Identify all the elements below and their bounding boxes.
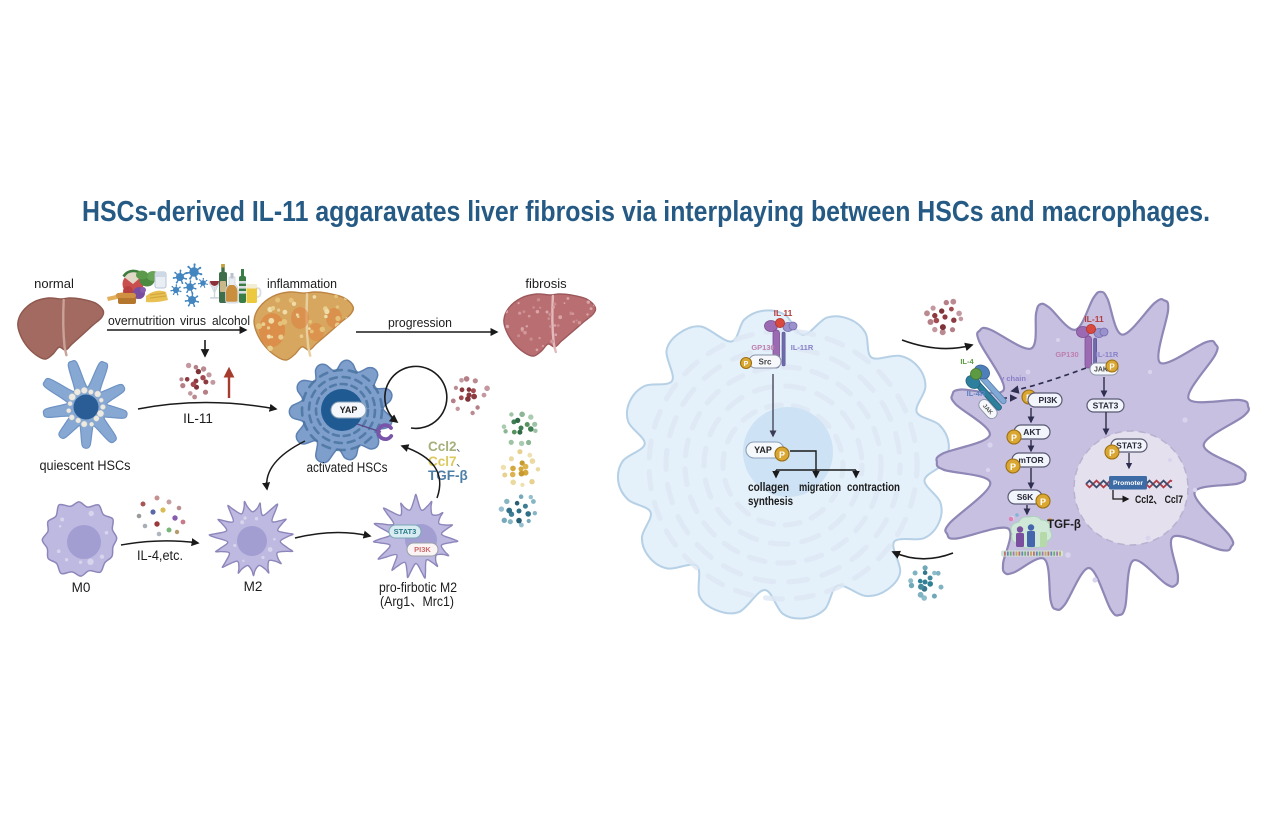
svg-text:progression: progression: [388, 316, 452, 330]
svg-text:pro-firbotic M2: pro-firbotic M2: [379, 580, 457, 595]
svg-text:IL 11: IL 11: [774, 308, 793, 318]
svg-text:P: P: [779, 450, 785, 460]
svg-text:inflammation: inflammation: [267, 276, 337, 291]
svg-text:TGF-β: TGF-β: [428, 468, 468, 483]
svg-text:quiescent HSCs: quiescent HSCs: [40, 458, 131, 473]
svg-text:IL-4: IL-4: [960, 357, 974, 366]
svg-text:(Arg1、Mrc1): (Arg1、Mrc1): [380, 594, 454, 609]
svg-text:normal: normal: [34, 276, 74, 291]
svg-text:P: P: [1040, 497, 1046, 507]
svg-text:γ chain: γ chain: [1000, 374, 1026, 383]
svg-text:TGF-β: TGF-β: [1047, 519, 1081, 531]
svg-text:migration: migration: [799, 482, 841, 494]
svg-text:virus: virus: [180, 314, 206, 328]
svg-text:IL-11: IL-11: [1084, 314, 1104, 324]
svg-text:PI3K: PI3K: [414, 545, 431, 554]
svg-text:Promoter: Promoter: [1113, 480, 1143, 487]
svg-text:Ccl2、 Ccl7: Ccl2、 Ccl7: [1135, 494, 1183, 506]
svg-text:IL-4R: IL-4R: [967, 389, 986, 398]
svg-text:fibrosis: fibrosis: [525, 276, 567, 291]
svg-text:synthesis: synthesis: [748, 496, 793, 508]
svg-text:M2: M2: [244, 579, 263, 594]
svg-text:YAP: YAP: [754, 445, 772, 455]
svg-text:JAK: JAK: [1094, 367, 1108, 374]
svg-text:GP130: GP130: [751, 343, 774, 352]
svg-text:Src: Src: [759, 357, 772, 366]
svg-text:overnutrition: overnutrition: [108, 314, 175, 328]
svg-text:GP130: GP130: [1055, 350, 1078, 359]
svg-text:P: P: [1011, 433, 1017, 443]
svg-text:STAT3: STAT3: [1116, 441, 1142, 451]
svg-text:YAP: YAP: [340, 405, 358, 415]
svg-text:P: P: [1010, 462, 1016, 472]
svg-text:S6K: S6K: [1017, 492, 1034, 502]
svg-text:P: P: [1109, 362, 1115, 371]
svg-text:Ccl2: Ccl2: [428, 439, 457, 454]
svg-text:STAT3: STAT3: [1093, 401, 1119, 411]
svg-text:PI3K: PI3K: [1039, 395, 1059, 405]
svg-text:、: 、: [456, 457, 467, 469]
svg-text:M0: M0: [72, 580, 91, 595]
svg-text:IL-11R: IL-11R: [1096, 350, 1119, 359]
svg-text:activated HSCs: activated HSCs: [307, 460, 388, 475]
svg-text:、: 、: [456, 442, 467, 454]
svg-text:Ccl7: Ccl7: [428, 454, 457, 469]
svg-text:mTOR: mTOR: [1018, 455, 1043, 465]
svg-text:IL-11R: IL-11R: [791, 343, 814, 352]
svg-text:collagen: collagen: [748, 482, 789, 494]
svg-text:HSCs-derived IL-11 aggaravates: HSCs-derived IL-11 aggaravates liver fib…: [82, 196, 1210, 228]
svg-text:AKT: AKT: [1023, 427, 1041, 437]
svg-text:IL-11: IL-11: [183, 411, 213, 426]
svg-text:P: P: [1109, 448, 1115, 458]
svg-text:P: P: [744, 361, 749, 368]
svg-text:contraction: contraction: [847, 482, 900, 494]
svg-text:STAT3: STAT3: [394, 527, 417, 536]
svg-text:alcohol: alcohol: [212, 314, 250, 328]
svg-text:IL-4,etc.: IL-4,etc.: [137, 548, 183, 563]
